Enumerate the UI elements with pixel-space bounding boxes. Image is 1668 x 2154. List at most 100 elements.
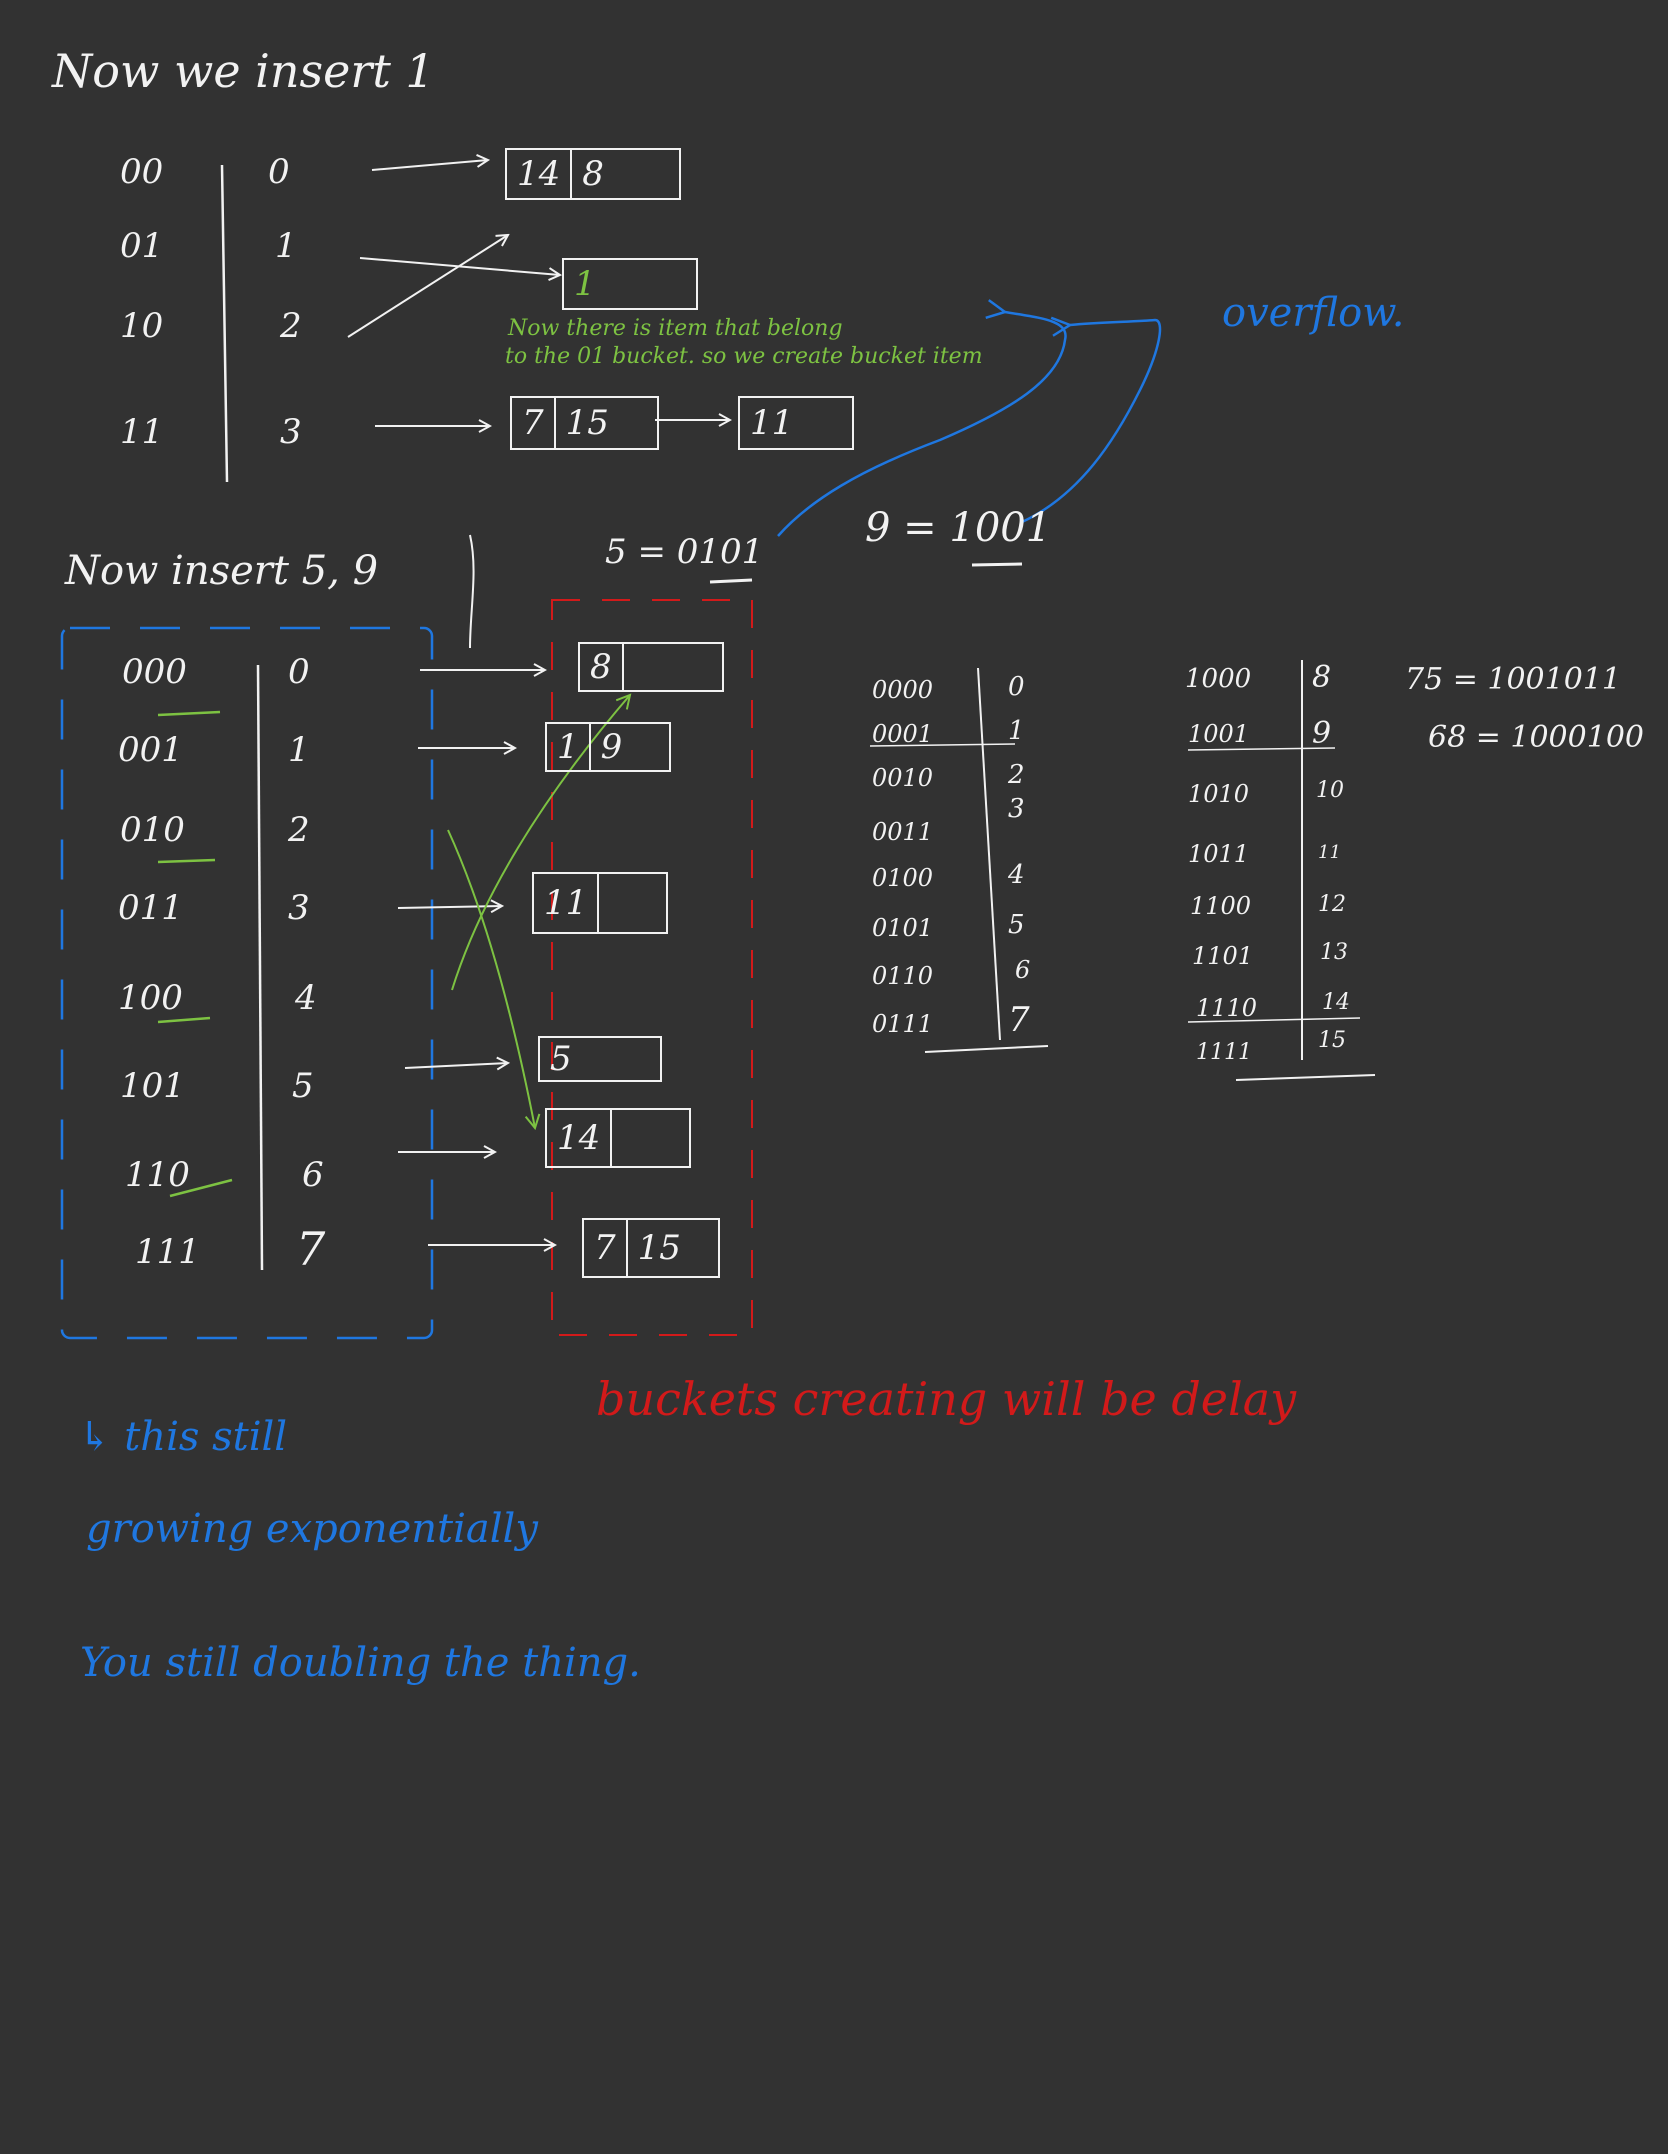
t1-bucket-3-item-0: 7 <box>512 398 556 448</box>
t1-bucket-1-item-0: 1 <box>574 264 596 304</box>
underline-000 <box>157 710 221 717</box>
t3-index-7: 7 <box>1008 1000 1030 1040</box>
t3-bits-6: 0110 <box>872 962 934 990</box>
t4-index-7: 15 <box>1318 1028 1346 1053</box>
t3-bits-7: 0111 <box>872 1010 934 1038</box>
table3-divider <box>977 667 1001 1041</box>
t1-bucket-3: 7 15 <box>510 396 659 450</box>
t2-bucket-6-item-1 <box>612 1110 662 1166</box>
bucket-region <box>551 599 753 1336</box>
t4-bits-1: 1001 <box>1188 720 1250 748</box>
t1-bucket-0-item-1: 8 <box>582 154 604 194</box>
blue-arrow-from-9 <box>1021 320 1162 524</box>
blue-note-line2: growing exponentially <box>86 1506 538 1552</box>
t2-bits-6: 110 <box>125 1155 190 1195</box>
t3-index-1: 1 <box>1008 716 1025 746</box>
green-note-line2: to the 01 bucket. so we create bucket it… <box>505 344 983 369</box>
heading-insert-1: Now we insert 1 <box>52 44 435 98</box>
t2-bucket-5-item-0: 5 <box>550 1039 572 1079</box>
t2-index-6: 6 <box>302 1155 324 1195</box>
t1-bits-2: 10 <box>120 306 164 346</box>
table4-mid1 <box>1187 747 1336 751</box>
directory-region <box>60 626 434 1340</box>
t3-bits-1: 0001 <box>872 720 934 748</box>
arrow-t2-5 <box>404 1063 508 1068</box>
t2-bucket-7: 7 15 <box>582 1218 720 1278</box>
underline-010 <box>157 858 216 864</box>
t2-index-0: 0 <box>288 652 310 692</box>
t1-overflow-item-0: 11 <box>750 403 794 443</box>
green-note-line1: Now there is item that belong <box>508 316 843 341</box>
table2-divider <box>256 664 264 1271</box>
t2-index-5: 5 <box>292 1066 314 1106</box>
t4-index-3: 11 <box>1318 842 1341 863</box>
table4-baseline <box>1235 1074 1376 1081</box>
t3-bits-2: 0010 <box>872 764 934 792</box>
blue-note-line1: ↳ this still <box>78 1414 288 1460</box>
t2-bucket-0-item-1 <box>624 644 674 690</box>
t1-index-2: 2 <box>280 306 302 346</box>
t2-bucket-6: 14 <box>545 1108 691 1168</box>
side-note-68: 68 = 1000100 <box>1428 720 1644 755</box>
t3-index-6: 6 <box>1015 956 1031 984</box>
t3-index-0: 0 <box>1008 672 1025 702</box>
t3-bits-0: 0000 <box>872 676 934 704</box>
nine-binary-label: 9 = 1001 <box>865 505 1052 551</box>
green-arrow-to-8 <box>451 695 630 991</box>
t4-bits-0: 1000 <box>1185 664 1252 694</box>
t1-bits-3: 11 <box>120 412 164 452</box>
table3-mid <box>869 743 1016 747</box>
t3-bits-3: 0011 <box>872 818 934 846</box>
side-note-75: 75 = 1001011 <box>1405 662 1621 697</box>
t2-bits-7: 111 <box>135 1232 200 1272</box>
t4-bits-6: 1110 <box>1196 994 1258 1022</box>
t1-bucket-0-item-0: 14 <box>507 150 573 198</box>
t2-index-3: 3 <box>288 888 310 928</box>
t2-bucket-3-item-0: 11 <box>534 874 600 932</box>
t2-bucket-1: 1 9 <box>545 722 671 772</box>
t1-bucket-1: 1 <box>562 258 698 310</box>
five-binary-label: 5 = 0101 <box>605 532 764 572</box>
t1-bucket-0: 14 8 <box>505 148 681 200</box>
t2-bucket-1-item-0: 1 <box>547 724 591 770</box>
t4-bits-3: 1011 <box>1188 840 1250 868</box>
t1-index-1: 1 <box>275 226 297 266</box>
t1-index-0: 0 <box>268 152 290 192</box>
t4-index-5: 13 <box>1320 940 1348 965</box>
t2-bucket-6-item-0: 14 <box>547 1110 613 1166</box>
green-arrow-to-14 <box>447 829 535 1128</box>
table1-divider <box>220 164 229 483</box>
t3-bits-4: 0100 <box>872 864 934 892</box>
t4-bits-7: 1111 <box>1196 1040 1252 1065</box>
t2-index-1: 1 <box>288 730 310 770</box>
arrow-2-to-bucket <box>347 235 508 338</box>
t4-bits-4: 1100 <box>1190 892 1252 920</box>
t2-index-7: 7 <box>296 1222 326 1276</box>
t3-index-3: 3 <box>1008 794 1025 824</box>
t2-bucket-3: 11 <box>532 872 668 934</box>
overflow-label: overflow. <box>1222 290 1405 336</box>
t2-bucket-7-item-1: 15 <box>637 1228 681 1268</box>
arrow-0-to-bucket <box>371 160 488 171</box>
t2-bucket-1-item-1: 9 <box>600 727 623 767</box>
t2-index-2: 2 <box>288 810 310 850</box>
t1-bucket-3-item-1: 15 <box>565 403 609 443</box>
table4-mid2 <box>1187 1017 1361 1023</box>
t4-index-1: 9 <box>1312 716 1332 751</box>
t2-bucket-5: 5 <box>538 1036 662 1082</box>
t4-index-4: 12 <box>1318 892 1346 917</box>
t2-bucket-7-item-0: 7 <box>584 1220 628 1276</box>
t2-bits-1: 001 <box>118 730 183 770</box>
five-underline <box>709 578 753 584</box>
t1-bits-0: 00 <box>120 152 164 192</box>
t3-index-5: 5 <box>1008 910 1025 940</box>
underline-110 <box>169 1178 233 1198</box>
t1-overflow-bucket: 11 <box>738 396 854 450</box>
t4-index-0: 8 <box>1312 660 1332 695</box>
t2-bucket-0-item-0: 8 <box>580 644 624 690</box>
insert-connector <box>469 534 475 649</box>
t2-bits-2: 010 <box>120 810 185 850</box>
t2-bits-5: 101 <box>120 1066 185 1106</box>
blue-note-line3: You still doubling the thing. <box>80 1640 641 1686</box>
t2-index-4: 4 <box>295 978 317 1018</box>
